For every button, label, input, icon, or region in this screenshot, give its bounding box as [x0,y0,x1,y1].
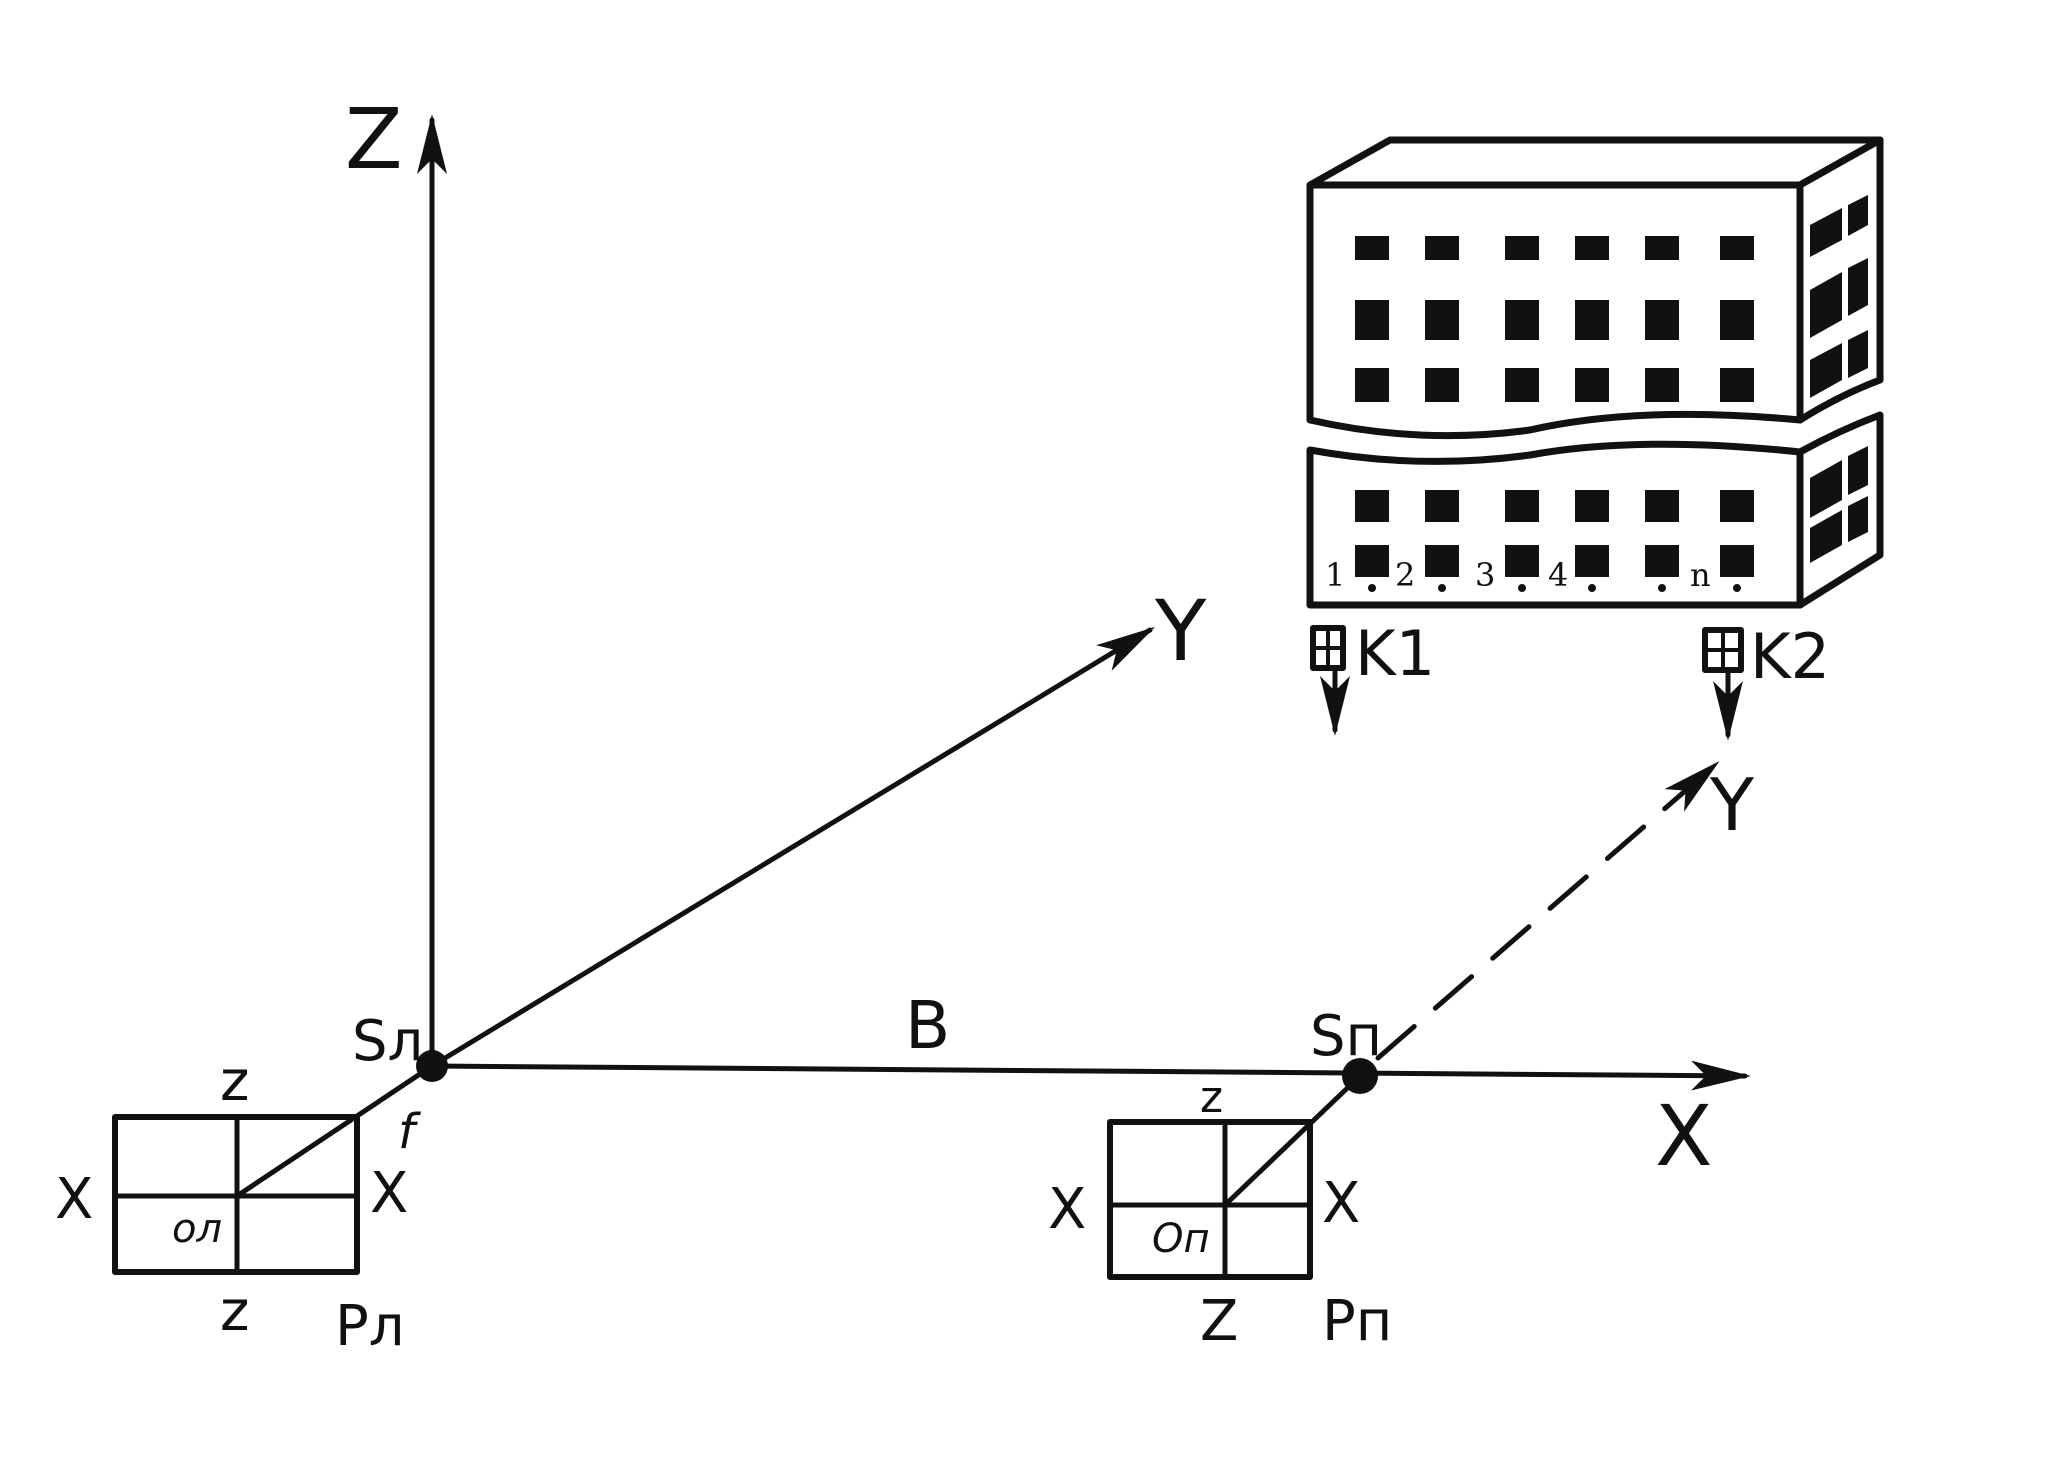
right-x-left-label: X [1048,1177,1086,1242]
left-x-right-label: X [370,1161,408,1226]
marker-k1-label: K1 [1355,617,1435,690]
right-focal-ray [1222,1073,1363,1208]
left-image-frame [112,1063,435,1275]
right-image-frame [1107,1073,1363,1280]
point-label-n: n [1690,556,1711,594]
point-label-4: 4 [1548,556,1568,594]
point-label-3: 3 [1475,556,1495,594]
point-label-2: 2 [1395,556,1415,594]
right-center-label: Sп [1310,1004,1382,1069]
point-label-1: 1 [1325,556,1345,594]
left-origin-label: oл [172,1206,222,1252]
z-axis-label: Z [345,90,403,188]
left-focal-ray [234,1063,435,1199]
right-frame-label: Pп [1322,1289,1392,1354]
y-axis [429,626,1156,1069]
baseline-label: B [905,987,950,1064]
left-z-bottom-label: z [220,1279,249,1344]
right-z-bottom-label: Z [1200,1289,1238,1354]
right-x-right-label: X [1322,1171,1360,1236]
right-y-direction-dashed [1375,761,1720,1061]
marker-k1-icon [1310,625,1350,736]
right-y-label: Y [1709,763,1755,847]
right-origin-label: Oп [1152,1216,1210,1262]
marker-k2-icon [1702,627,1744,741]
left-center-label: Sл [352,1009,423,1074]
left-x-left-label: X [55,1167,93,1232]
y-axis-label: Y [1154,582,1207,680]
right-z-top-label: z [1200,1072,1223,1123]
x-axis-label: X [1655,1087,1713,1185]
x-axis [429,1060,1751,1091]
left-z-top-label: z [220,1049,249,1114]
marker-k2-label: K2 [1750,620,1830,693]
left-frame-label: Pл [335,1294,405,1359]
building [1306,136,1884,609]
focal-length-label: f [398,1104,421,1160]
